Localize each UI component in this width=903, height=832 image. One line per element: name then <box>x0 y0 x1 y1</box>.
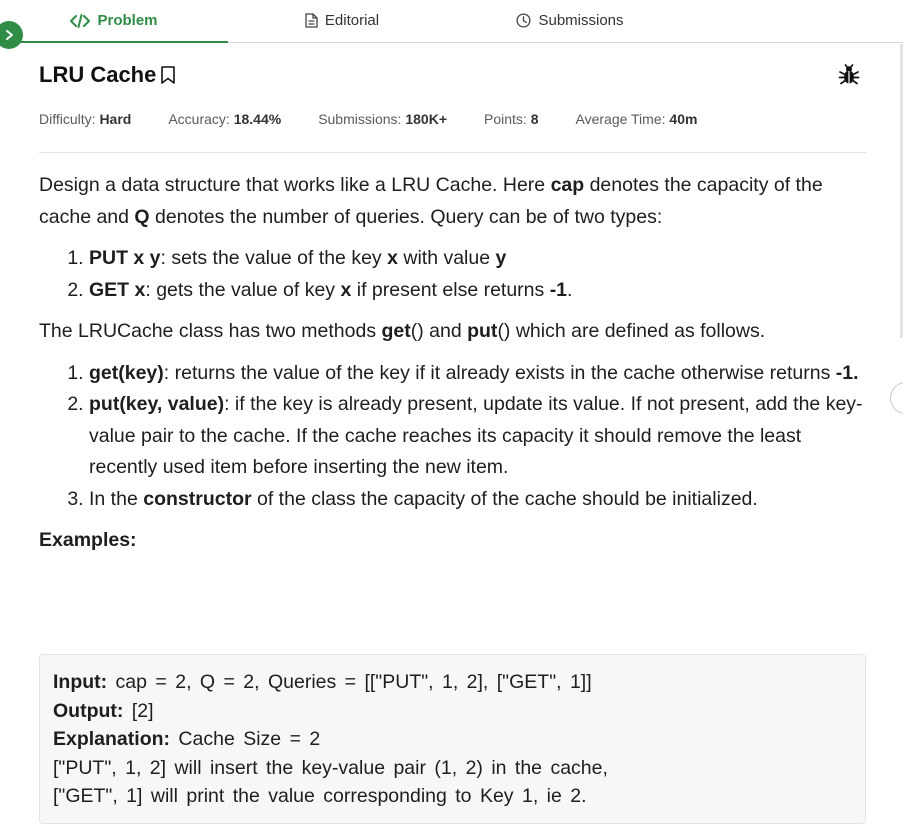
example-box: Input: cap = 2, Q = 2, Queries = [["PUT"… <box>39 654 866 824</box>
bookmark-icon[interactable] <box>160 65 176 85</box>
example-explanation-line: ["PUT", 1, 2] will insert the key-value … <box>53 756 608 779</box>
accuracy: Accuracy: 18.44% <box>168 111 282 127</box>
methods-paragraph: The LRUCache class has two methods get()… <box>39 320 766 342</box>
methods-list: get(key): returns the value of the key i… <box>39 358 869 516</box>
problem-meta: Difficulty: Hard Accuracy: 18.44% Submis… <box>39 111 734 127</box>
list-item: PUT x y: sets the value of the key x wit… <box>89 243 869 275</box>
tab-label: Submissions <box>538 12 624 29</box>
example-output: Output: [2] <box>53 699 154 722</box>
list-item: get(key): returns the value of the key i… <box>89 358 869 390</box>
list-item: put(key, value): if the key is already p… <box>89 389 869 484</box>
chevron-right-icon <box>6 30 13 40</box>
list-item: GET x: gets the value of key x if presen… <box>89 275 869 307</box>
divider <box>39 152 866 153</box>
example-explanation-line: ["GET", 1] will print the value correspo… <box>53 785 587 807</box>
query-types-list: PUT x y: sets the value of the key x wit… <box>39 243 869 306</box>
document-icon <box>305 13 318 28</box>
clock-icon <box>516 13 532 28</box>
report-bug-icon[interactable] <box>838 64 860 91</box>
scrollbar[interactable] <box>900 44 903 338</box>
code-icon <box>70 13 91 28</box>
list-item: In the constructor of the class the capa… <box>89 484 869 516</box>
example-input: Input: cap = 2, Q = 2, Queries = [["PUT"… <box>53 671 592 693</box>
intro-paragraph: Design a data structure that works like … <box>39 174 823 228</box>
page-title: LRU Cache <box>39 62 176 88</box>
examples-heading: Examples: <box>39 529 137 551</box>
tab-label: Editorial <box>324 12 380 29</box>
average-time: Average Time: 40m <box>575 111 698 127</box>
tab-submissions[interactable]: Submissions <box>456 0 684 41</box>
sidebar-toggle-button[interactable] <box>0 21 23 49</box>
points: Points: 8 <box>484 111 539 127</box>
problem-tabs: Problem Editorial Submissions <box>0 0 903 43</box>
problem-title: LRU Cache <box>39 62 157 87</box>
difficulty: Difficulty: Hard <box>39 111 132 127</box>
tab-editorial[interactable]: Editorial <box>228 0 456 41</box>
panel-resize-handle[interactable] <box>890 382 903 414</box>
problem-statement: Design a data structure that works like … <box>39 170 869 557</box>
tab-problem[interactable]: Problem <box>0 0 228 43</box>
submissions-count: Submissions: 180K+ <box>318 111 447 127</box>
example-explanation: Explanation: Cache Size = 2 <box>53 728 321 750</box>
tab-label: Problem <box>97 12 158 29</box>
